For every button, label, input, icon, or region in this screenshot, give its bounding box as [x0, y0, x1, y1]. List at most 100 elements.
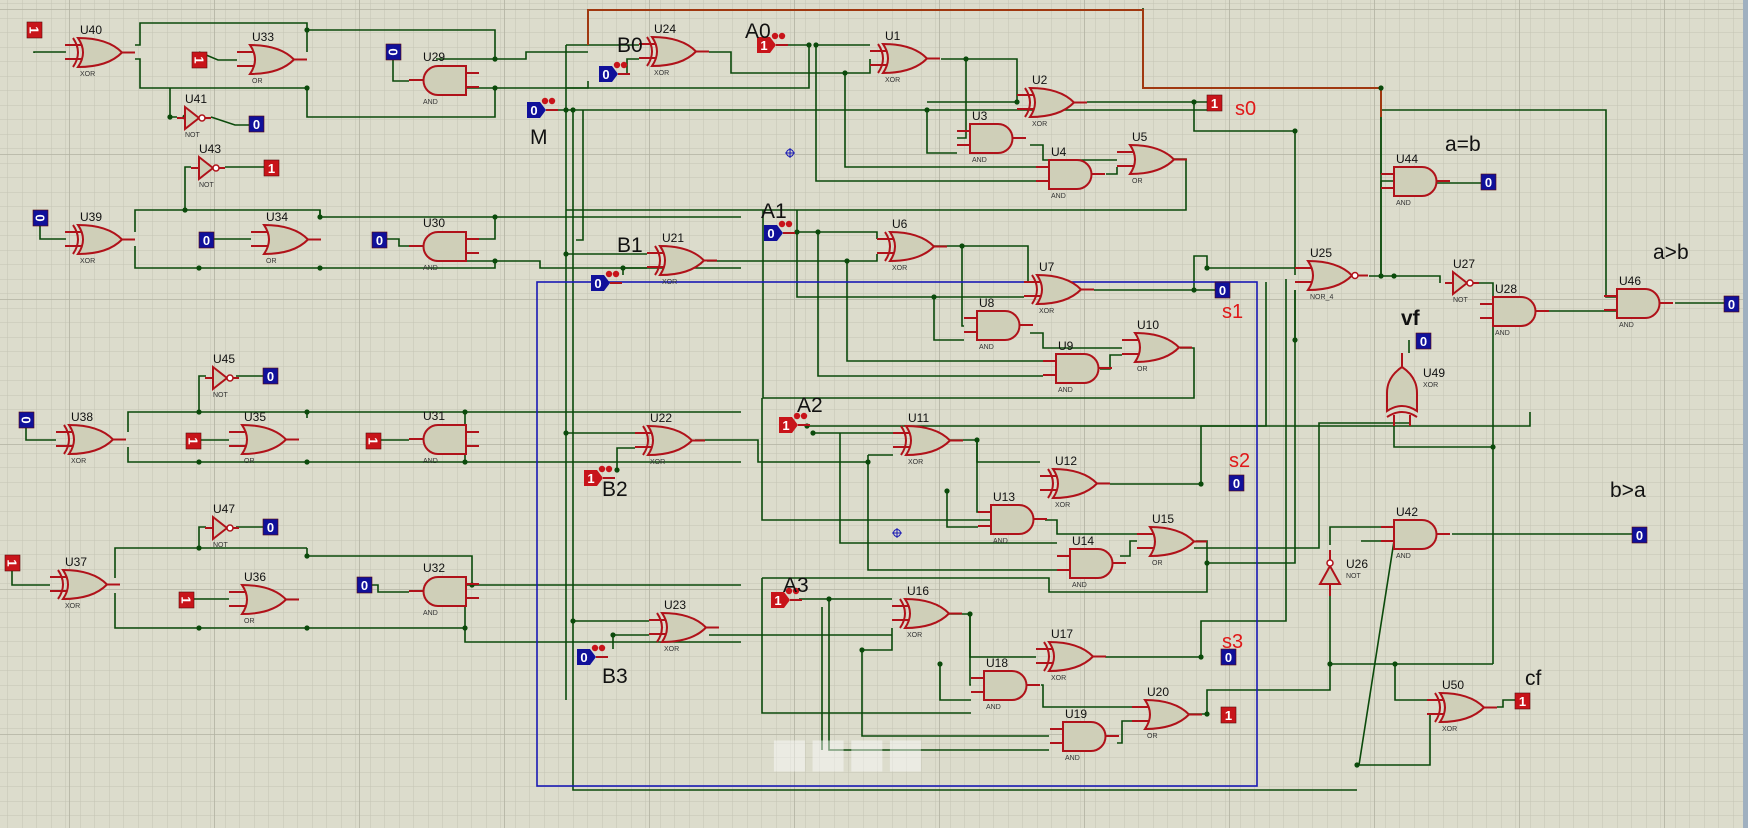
logic-state-toggle[interactable]	[771, 592, 790, 608]
wire-junction	[304, 409, 310, 415]
gate-body	[1148, 525, 1196, 558]
wire	[1207, 290, 1296, 564]
gate-ref: U29	[423, 50, 445, 64]
state-dot	[541, 97, 549, 105]
gate-ref: U15	[1152, 512, 1174, 526]
logic-state-toggle[interactable]	[577, 649, 596, 665]
gate-type: XOR	[662, 279, 677, 286]
wire-junction	[317, 265, 323, 271]
logic-input-b1[interactable]: 0B1	[591, 234, 643, 291]
logic-input-a3[interactable]: 1A3	[771, 574, 809, 608]
logic-input-m[interactable]: 0M	[527, 97, 558, 149]
gate-body	[1035, 273, 1083, 306]
wire-junction	[182, 207, 188, 213]
logic-state-toggle[interactable]	[599, 66, 618, 82]
logic-state-toggle[interactable]	[591, 275, 610, 291]
logic-input-a2[interactable]: 1A2	[779, 394, 823, 433]
wire	[1497, 699, 1515, 708]
logic-input-b3[interactable]: 0B3	[577, 644, 628, 688]
wire-junction	[196, 545, 202, 551]
gate-ref: U33	[252, 30, 274, 44]
gate-ref: U24	[654, 22, 676, 36]
xor-curve	[72, 224, 79, 255]
gate-body	[1062, 721, 1107, 752]
gate-ref: U44	[1396, 152, 1418, 166]
wire	[946, 491, 978, 528]
logic-state-toggle[interactable]	[779, 417, 798, 433]
wire	[933, 245, 964, 327]
gate-ref: U22	[650, 411, 672, 425]
state-dot	[800, 412, 808, 420]
logic-state-toggle[interactable]	[757, 37, 776, 53]
wire	[135, 58, 307, 89]
gate-ref: U45	[213, 352, 235, 366]
wire-junction	[859, 647, 865, 653]
wire-junction	[844, 258, 850, 264]
logic-state-toggle[interactable]	[764, 225, 783, 241]
gate-type: OR	[252, 78, 263, 85]
gate-body	[904, 424, 952, 457]
logic-input-a0[interactable]: 1A0	[745, 20, 788, 53]
logic-state-toggle[interactable]	[584, 470, 603, 486]
logic-input-b0[interactable]: 0B0	[599, 34, 643, 82]
logic-input-a1[interactable]: 0A1	[761, 200, 795, 241]
probe-value: 0	[376, 233, 383, 248]
wire-junction	[563, 430, 569, 436]
gate-body	[881, 42, 929, 75]
logic-state-toggle[interactable]	[527, 102, 546, 118]
wire-junction	[492, 214, 498, 220]
gate-type: XOR	[654, 70, 669, 77]
